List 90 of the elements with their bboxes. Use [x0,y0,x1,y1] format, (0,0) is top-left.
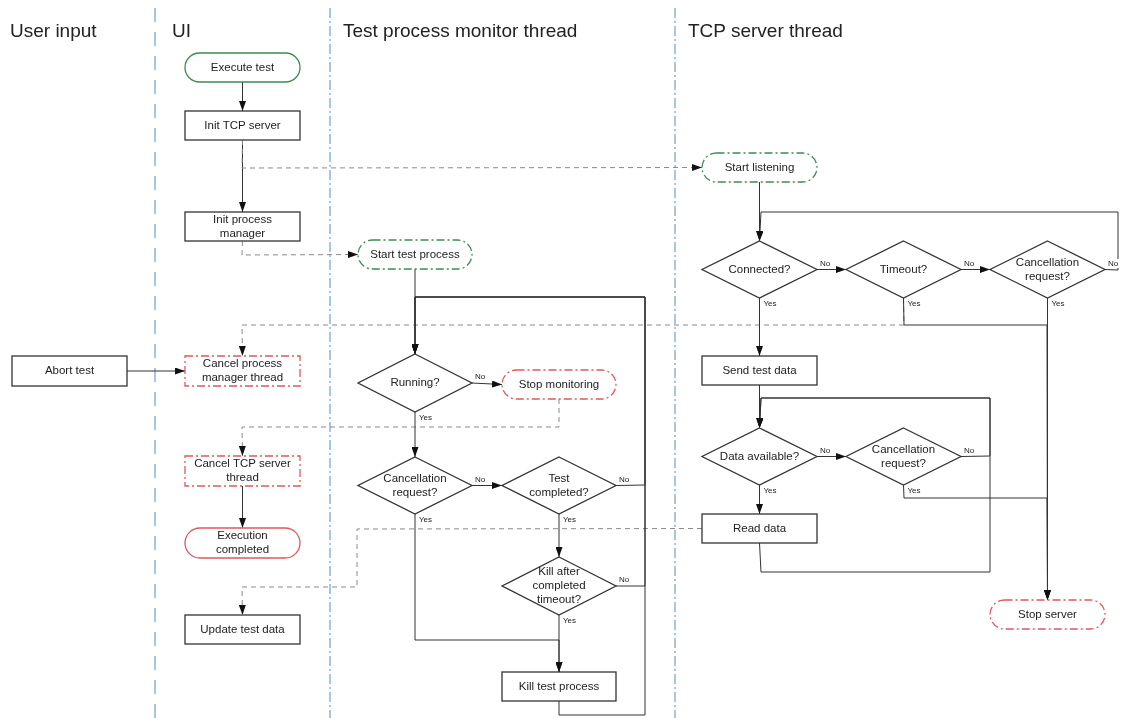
node-label: Cancel process manager thread [200,357,285,385]
node-label: Timeout? [879,262,928,277]
process-box [702,356,817,385]
dashed-arrow [238,398,560,457]
dashed-arrow [241,139,703,171]
terminator [702,153,817,182]
node-label: Execute test [210,60,275,75]
edge-label: Yes [906,486,922,495]
node-label: Update test data [200,622,285,637]
edge-label: No [819,445,832,455]
edge-label: Yes [418,413,434,422]
decision-diamond [846,241,961,298]
edge-label: No [618,575,631,584]
decision-diamond [502,457,616,514]
edge-label: No [963,258,976,268]
node-label: Send test data [722,363,797,378]
lane-heading: User input [10,20,97,42]
decision-diamond [702,428,817,485]
edge-label: No [618,474,631,484]
node-label: Cancellation request? [1014,255,1081,284]
node-label: Kill after completed timeout? [531,565,587,607]
arrow [903,484,1051,601]
edge-label: No [1107,258,1120,268]
decision-diamond [990,241,1105,298]
node-label: Cancellation request? [382,471,448,500]
arrow [756,297,763,357]
node-label: Data available? [719,449,800,464]
node-label: Abort test [44,364,95,378]
edge-label: Yes [562,616,578,625]
terminator [502,370,616,399]
dashed-arrow [238,528,703,616]
process-box [12,356,127,386]
edge-label: No [819,258,832,268]
decision-diamond [358,354,472,412]
node-label: Init process manager [212,212,273,241]
arrow [411,411,419,458]
dashed-arrow [241,240,359,259]
arrow [239,485,246,529]
process-box [185,111,300,140]
edge-label: Yes [1050,299,1066,308]
arrow [756,397,991,573]
edge-label: No [474,474,487,484]
decision-diamond [702,241,817,298]
process-box [702,514,817,543]
edge-label: Yes [762,299,778,308]
node-label: Read data [732,521,787,536]
node-label: Execution completed [214,529,271,557]
arrow [471,380,503,388]
process-box [185,212,300,241]
arrow [555,513,563,558]
node-label: Stop monitoring [518,377,600,392]
lane-heading: TCP server thread [688,20,843,42]
decision-diamond [358,457,472,514]
node-label: Start listening [724,160,795,175]
node-label: Kill test process [518,679,600,694]
lane-heading: Test process monitor thread [343,20,578,42]
terminator [185,53,300,82]
edge-label: Yes [906,299,922,308]
node-label: Init TCP server [204,118,281,133]
node-label: Cancellation request? [870,442,937,471]
edge-label: Yes [562,515,578,524]
terminator [990,600,1105,629]
node-label: Stop server [1018,607,1077,622]
arrow [756,211,1119,271]
lane-heading: UI [172,20,191,42]
edge-label: Yes [762,486,778,495]
edge-label: Yes [418,515,434,524]
terminator [358,240,472,269]
edge-label: No [474,372,487,381]
node-label: Connected? [728,262,791,277]
arrow [960,266,991,273]
process-box [185,356,300,386]
arrow [471,482,503,489]
arrow [756,484,763,515]
arrow [816,266,847,273]
arrow [816,453,847,460]
decision-diamond [502,557,616,615]
process-box [502,672,616,701]
process-box [185,456,300,486]
node-label: Running? [390,376,440,390]
arrow [411,296,646,716]
node-label: Start test process [370,247,460,262]
arrow [239,81,246,112]
arrow [414,513,563,673]
node-label: Test completed? [528,471,590,500]
decision-diamond [846,428,961,485]
node-label: Cancel TCP server thread [193,457,292,485]
process-box [185,615,300,644]
edge-label: No [963,445,976,455]
terminator [185,528,300,558]
